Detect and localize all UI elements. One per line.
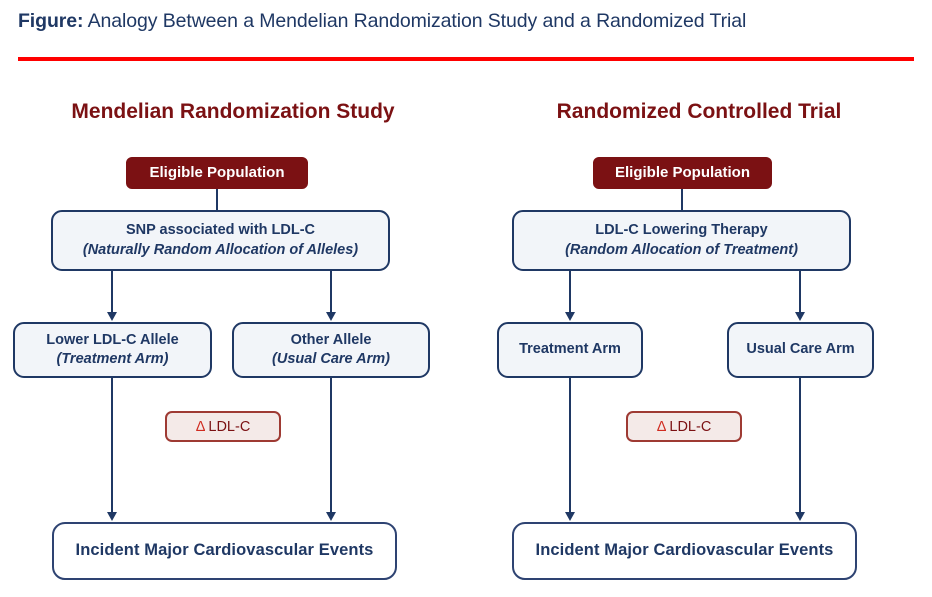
node-label-line1: Usual Care Arm — [746, 341, 855, 358]
connector-arm1-to-outcome-rct — [568, 378, 572, 513]
node-label-line1: Other Allele — [290, 331, 372, 348]
connector-allocation-to-arm2-mendelian — [329, 271, 333, 313]
title-divider-rule — [18, 57, 914, 61]
panel-heading-mendelian: Mendelian Randomization Study — [71, 100, 395, 123]
node-label-line1: SNP associated with LDL-C — [125, 222, 316, 239]
node-arm-usual-care[interactable]: Usual Care Arm — [727, 322, 874, 378]
node-label: Eligible Population — [615, 164, 750, 182]
arrowhead-to-arm1-rct — [564, 312, 575, 321]
node-label-line1: LDL-C Lowering Therapy — [595, 222, 768, 239]
delta-symbol: Δ — [656, 418, 667, 435]
panel-heading-rct: Randomized Controlled Trial — [556, 100, 842, 123]
node-label: Incident Major Cardiovascular Events — [535, 541, 834, 560]
node-label-line2: (Usual Care Arm) — [272, 351, 390, 367]
node-arm-lower-ldlc-allele[interactable]: Lower LDL-C Allele (Treatment Arm) — [13, 322, 212, 378]
arrowhead-arm2-to-outcome-rct — [794, 512, 805, 521]
connector-arm2-to-outcome-rct — [798, 378, 802, 513]
delta-label: LDL-C — [669, 418, 712, 435]
arrowhead-to-arm2-mendelian — [325, 312, 336, 321]
figure-title-rest: Analogy Between a Mendelian Randomizatio… — [83, 10, 747, 32]
connector-arm2-to-outcome-mendelian — [329, 378, 333, 513]
arrowhead-to-arm2-rct — [794, 312, 805, 321]
node-outcome-rct[interactable]: Incident Major Cardiovascular Events — [512, 522, 857, 580]
node-label-line1: Lower LDL-C Allele — [46, 331, 179, 348]
node-label-line2: (Random Allocation of Treatment) — [565, 241, 798, 258]
node-outcome-mendelian[interactable]: Incident Major Cardiovascular Events — [52, 522, 397, 580]
node-arm-other-allele[interactable]: Other Allele (Usual Care Arm) — [232, 322, 430, 378]
connector-allocation-to-arm2-rct — [798, 271, 802, 313]
connector-allocation-to-arm1-rct — [568, 271, 572, 313]
connector-allocation-to-arm1-mendelian — [110, 271, 114, 313]
delta-label: LDL-C — [208, 418, 251, 435]
node-label: Incident Major Cardiovascular Events — [75, 541, 374, 560]
connector-eligible-to-allocation-mendelian — [215, 189, 219, 210]
node-allocation-mendelian[interactable]: SNP associated with LDL-C (Naturally Ran… — [51, 210, 390, 271]
arrowhead-arm1-to-outcome-rct — [564, 512, 575, 521]
arrowhead-arm2-to-outcome-mendelian — [325, 512, 336, 521]
node-label: Eligible Population — [149, 164, 285, 182]
node-label-line2: (Naturally Random Allocation of Alleles) — [82, 241, 359, 258]
arrowhead-arm1-to-outcome-mendelian — [106, 512, 117, 521]
node-eligible-population-rct[interactable]: Eligible Population — [593, 157, 772, 189]
arrowhead-to-arm1-mendelian — [106, 312, 117, 321]
delta-symbol: Δ — [195, 418, 206, 435]
figure-title: Figure: Analogy Between a Mendelian Rand… — [18, 10, 918, 33]
connector-arm1-to-outcome-mendelian — [110, 378, 114, 513]
connector-eligible-to-allocation-rct — [680, 189, 684, 210]
node-arm-treatment[interactable]: Treatment Arm — [497, 322, 643, 378]
node-eligible-population-mendelian[interactable]: Eligible Population — [126, 157, 308, 189]
node-label-line2: (Treatment Arm) — [56, 351, 169, 367]
node-allocation-rct[interactable]: LDL-C Lowering Therapy (Random Allocatio… — [512, 210, 851, 271]
figure-title-lead: Figure: — [18, 10, 84, 32]
node-label-line1: Treatment Arm — [519, 341, 621, 358]
